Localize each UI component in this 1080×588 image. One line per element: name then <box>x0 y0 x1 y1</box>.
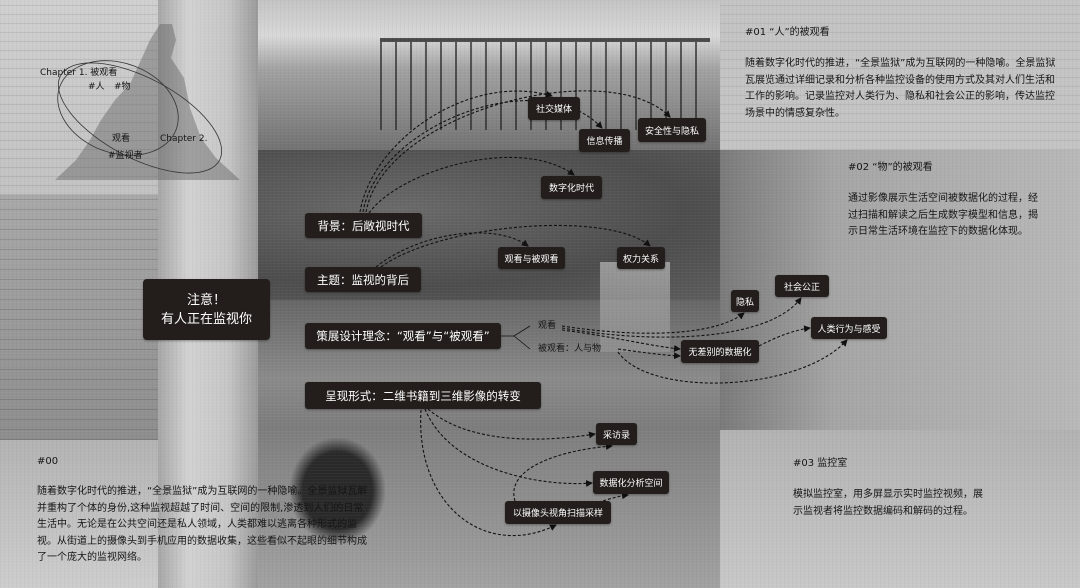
connector-datafication-to-human-behavior <box>758 325 811 347</box>
connector-background-to-social-media <box>359 90 553 213</box>
central-node-line2: 有人正在监视你 <box>160 311 252 327</box>
branch-node-concept: 策展设计理念：“观看”与“被观看” <box>305 323 501 349</box>
leaf-node-power-relations: 权力关系 <box>617 247 665 269</box>
leaf-node-information-spread: 信息传播 <box>579 129 630 152</box>
leaf-node-camera-scan: 以摄像头视角扫描采样 <box>505 501 611 524</box>
leaf-node-social-justice: 社会公正 <box>775 275 829 297</box>
overview-tag-watcher: #监视者 <box>108 151 143 161</box>
branch-node-format: 呈现形式：二维书籍到三维影像的转变 <box>305 382 541 409</box>
leaf-node-datafication: 无差别的数据化 <box>681 340 759 363</box>
connector-watching-to-social-justice <box>561 297 802 338</box>
overview-chapter1-label: Chapter 1. 被观看 <box>40 68 118 78</box>
overview-tag-object: #物 <box>114 82 131 92</box>
leaf-node-human-behavior: 人类行为与感受 <box>811 317 887 339</box>
overview-watch-label: 观看 <box>112 134 131 144</box>
leaf-node-security-privacy: 安全性与隐私 <box>638 118 706 142</box>
overview-chapter2-label: Chapter 2. <box>160 134 208 144</box>
connector-watched-to-human-behavior <box>617 339 848 384</box>
overview-ellipse-inner <box>57 60 179 156</box>
leaf-node-interviews: 采访录 <box>596 423 637 445</box>
background-dark-figure <box>290 438 385 543</box>
connector-background-to-digital-era <box>368 156 575 214</box>
leaf-node-watch-and-watched: 观看与被观看 <box>498 247 565 269</box>
note-00-heading: #00 <box>37 456 59 467</box>
background-bottom-right <box>720 430 1080 588</box>
concept-sub-label-watched: 被观看：人与物 <box>538 344 602 354</box>
connector-concept-bracket-up <box>501 325 531 337</box>
overview-tag-person: #人 <box>88 82 105 92</box>
background-brick-top-right <box>720 0 1080 150</box>
leaf-node-digital-era: 数字化时代 <box>541 176 602 199</box>
connector-watching-to-privacy <box>561 312 745 334</box>
connector-camera-scan-to-data-analysis-space <box>602 492 629 502</box>
leaf-node-social-media: 社交媒体 <box>528 97 580 120</box>
note-03-body: 模拟监控室，用多屏显示实时监控视频，展示监视者将监控数据编码和解码的过程。 <box>793 489 983 517</box>
note-00-body: 随着数字化时代的推进，“全景监狱”成为互联网的一种隐喻。全景监狱瓦解并重构了个体… <box>37 486 368 563</box>
note-01-heading: #01 “人”的被观看 <box>745 27 830 38</box>
central-node: 注意！ 有人正在监视你 <box>143 279 270 340</box>
background-brick-left <box>0 195 160 450</box>
note-02-body: 通过影像展示生活空间被数据化的过程，经过扫描和解读之后生成数字模型和信息，揭示日… <box>848 193 1038 237</box>
connector-concept-bracket-down <box>513 335 531 350</box>
connector-theme-to-watch-and-watched <box>375 232 529 268</box>
connector-format-to-data-analysis-space <box>424 408 593 487</box>
connector-camera-scan-to-interviews <box>513 442 613 502</box>
note-02-heading: #02 “物”的被观看 <box>848 162 933 173</box>
branch-node-background: 背景：后敞视时代 <box>305 213 422 238</box>
overview-diagram <box>55 24 240 180</box>
central-node-line1: 注意！ <box>186 292 226 308</box>
background-brick-top-left <box>0 0 165 195</box>
connector-background-to-information-spread <box>362 100 603 213</box>
leaf-node-privacy: 隐私 <box>731 290 759 312</box>
overview-ellipse-outer <box>57 62 223 174</box>
leaf-node-data-analysis-space: 数据化分析空间 <box>593 471 669 494</box>
note-01-body: 随着数字化时代的推进，“全景监狱”成为互联网的一种隐喻。全景监狱瓦展览通过详细记… <box>745 58 1056 119</box>
connector-watched-to-datafication <box>617 348 681 360</box>
concept-sub-label-watching: 观看 <box>538 321 557 331</box>
connector-format-to-camera-scan <box>420 409 557 536</box>
connector-theme-to-power-relations <box>380 224 651 268</box>
connector-watching-to-datafication <box>561 329 681 352</box>
background-railing-bar <box>380 38 710 42</box>
note-03-heading: #03 监控室 <box>793 458 848 469</box>
connector-format-to-interviews <box>427 408 596 440</box>
branch-node-theme: 主题：监视的背后 <box>305 267 421 292</box>
